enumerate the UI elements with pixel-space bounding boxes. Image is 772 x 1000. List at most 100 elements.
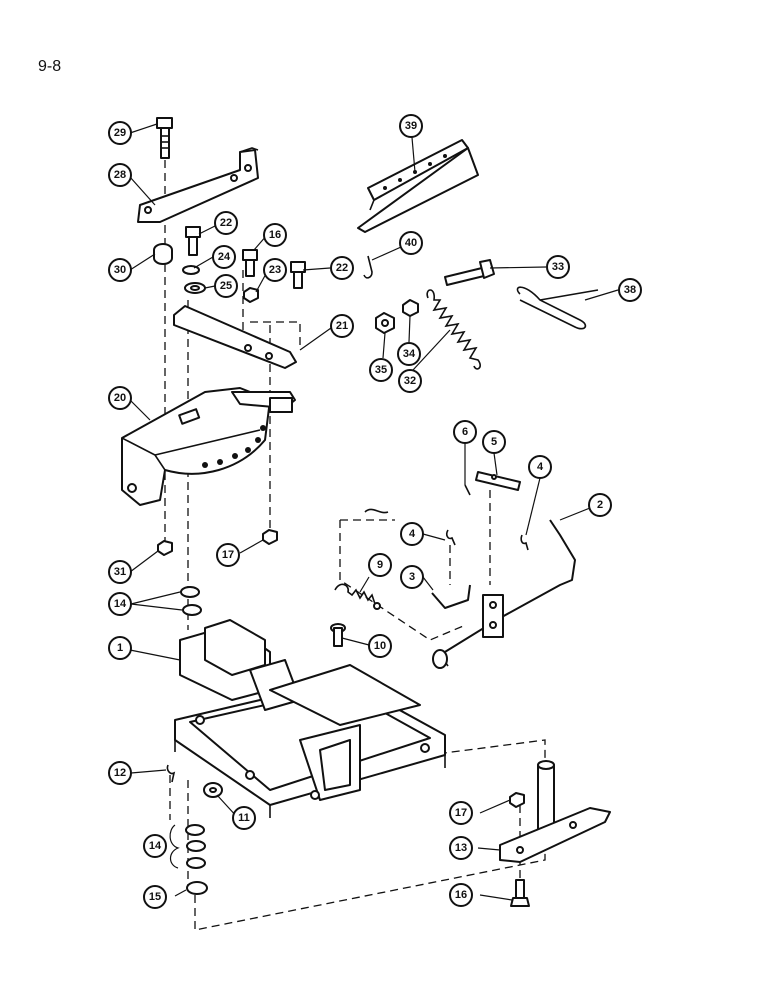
callout-23: 23: [263, 258, 287, 282]
callout-3: 3: [400, 565, 424, 589]
washers-14-upper: [180, 586, 202, 616]
plate-21: [173, 305, 297, 369]
callout-5: 5: [482, 430, 506, 454]
svg-text:23: 23: [269, 264, 281, 276]
svg-text:6: 6: [462, 426, 468, 438]
callout-1: 1: [108, 636, 132, 660]
callout-34: 34: [397, 342, 421, 366]
pin-5: [475, 471, 521, 491]
shaft-2: [432, 519, 576, 669]
svg-text:16: 16: [269, 229, 281, 241]
nut-31: [157, 540, 173, 556]
svg-text:2: 2: [597, 499, 603, 511]
callout-20: 20: [108, 386, 132, 410]
svg-text:33: 33: [552, 261, 564, 273]
svg-text:1: 1: [117, 642, 123, 654]
callout-4-right: 4: [528, 455, 552, 479]
washers-14-lower: [185, 824, 206, 869]
svg-text:31: 31: [114, 566, 126, 578]
callout-13: 13: [449, 836, 473, 860]
pin-4-right: [520, 534, 529, 551]
svg-text:15: 15: [149, 891, 161, 903]
clip-4-upper: [364, 508, 389, 514]
link-3: [431, 584, 471, 609]
callout-16-top: 16: [263, 223, 287, 247]
svg-text:24: 24: [218, 251, 231, 263]
callout-9: 9: [368, 553, 392, 577]
svg-text:11: 11: [238, 812, 250, 824]
svg-text:17: 17: [455, 807, 467, 819]
svg-text:5: 5: [491, 436, 497, 448]
callout-14-upper: 14: [108, 592, 132, 616]
callout-25: 25: [214, 274, 238, 298]
svg-text:38: 38: [624, 284, 636, 296]
callout-17-lower: 17: [449, 801, 473, 825]
svg-text:14: 14: [149, 840, 162, 852]
frame-1: [174, 619, 446, 818]
callout-29: 29: [108, 121, 132, 145]
svg-text:14: 14: [114, 598, 127, 610]
nut-35: [375, 312, 395, 334]
washer-24: [182, 265, 200, 275]
bracket-28: [137, 147, 259, 223]
callout-22-left: 22: [214, 211, 238, 235]
bolt-16-top: [242, 249, 258, 277]
callout-24: 24: [212, 245, 236, 269]
washer-15: [186, 881, 208, 895]
callout-10: 10: [368, 634, 392, 658]
callout-6: 6: [453, 420, 477, 444]
svg-text:30: 30: [114, 264, 126, 276]
svg-text:40: 40: [405, 237, 417, 249]
callout-40: 40: [399, 231, 423, 255]
nut-17-upper: [262, 529, 278, 545]
washer-25: [184, 282, 206, 294]
callout-4-left: 4: [400, 522, 424, 546]
svg-text:12: 12: [114, 767, 126, 779]
callout-16-lower: 16: [449, 883, 473, 907]
svg-text:16: 16: [455, 889, 467, 901]
callout-2: 2: [588, 493, 612, 517]
spring-9: [334, 583, 381, 610]
callout-33: 33: [546, 255, 570, 279]
bracket-13: [499, 760, 611, 863]
page-number: 9-8: [38, 58, 62, 75]
bolt-33: [444, 259, 495, 286]
nut-34: [402, 299, 419, 317]
nut-23: [243, 287, 259, 303]
bracket-39: [357, 139, 479, 233]
svg-text:22: 22: [336, 262, 348, 274]
assembly-lines: [164, 160, 546, 931]
svg-text:35: 35: [375, 364, 387, 376]
callout-38: 38: [618, 278, 642, 302]
spring-32: [426, 289, 481, 370]
svg-text:21: 21: [336, 320, 348, 332]
handle-38: [516, 286, 599, 330]
svg-text:39: 39: [405, 120, 417, 132]
callout-15: 15: [143, 885, 167, 909]
svg-text:17: 17: [222, 549, 234, 561]
callout-39: 39: [399, 114, 423, 138]
casting-20: [121, 387, 296, 506]
pin-10: [330, 623, 346, 647]
svg-text:28: 28: [114, 169, 126, 181]
svg-text:9: 9: [377, 559, 383, 571]
svg-text:25: 25: [220, 280, 232, 292]
callout-17-upper: 17: [216, 543, 240, 567]
svg-text:34: 34: [403, 348, 416, 360]
svg-text:3: 3: [409, 571, 415, 583]
pin-4-left: [445, 529, 456, 546]
svg-text:22: 22: [220, 217, 232, 229]
svg-text:10: 10: [374, 640, 386, 652]
hook-40: [363, 255, 373, 279]
callout-35: 35: [369, 358, 393, 382]
callout-11: 11: [232, 806, 256, 830]
nut-17-lower: [509, 792, 525, 808]
bolt-22-right: [290, 261, 306, 289]
washer-11: [203, 782, 223, 798]
bolt-22-left: [185, 226, 201, 256]
callout-12: 12: [108, 761, 132, 785]
svg-text:32: 32: [404, 375, 416, 387]
callout-22-right: 22: [330, 256, 354, 280]
svg-text:4: 4: [537, 461, 544, 473]
leader-lines: [129, 123, 619, 901]
